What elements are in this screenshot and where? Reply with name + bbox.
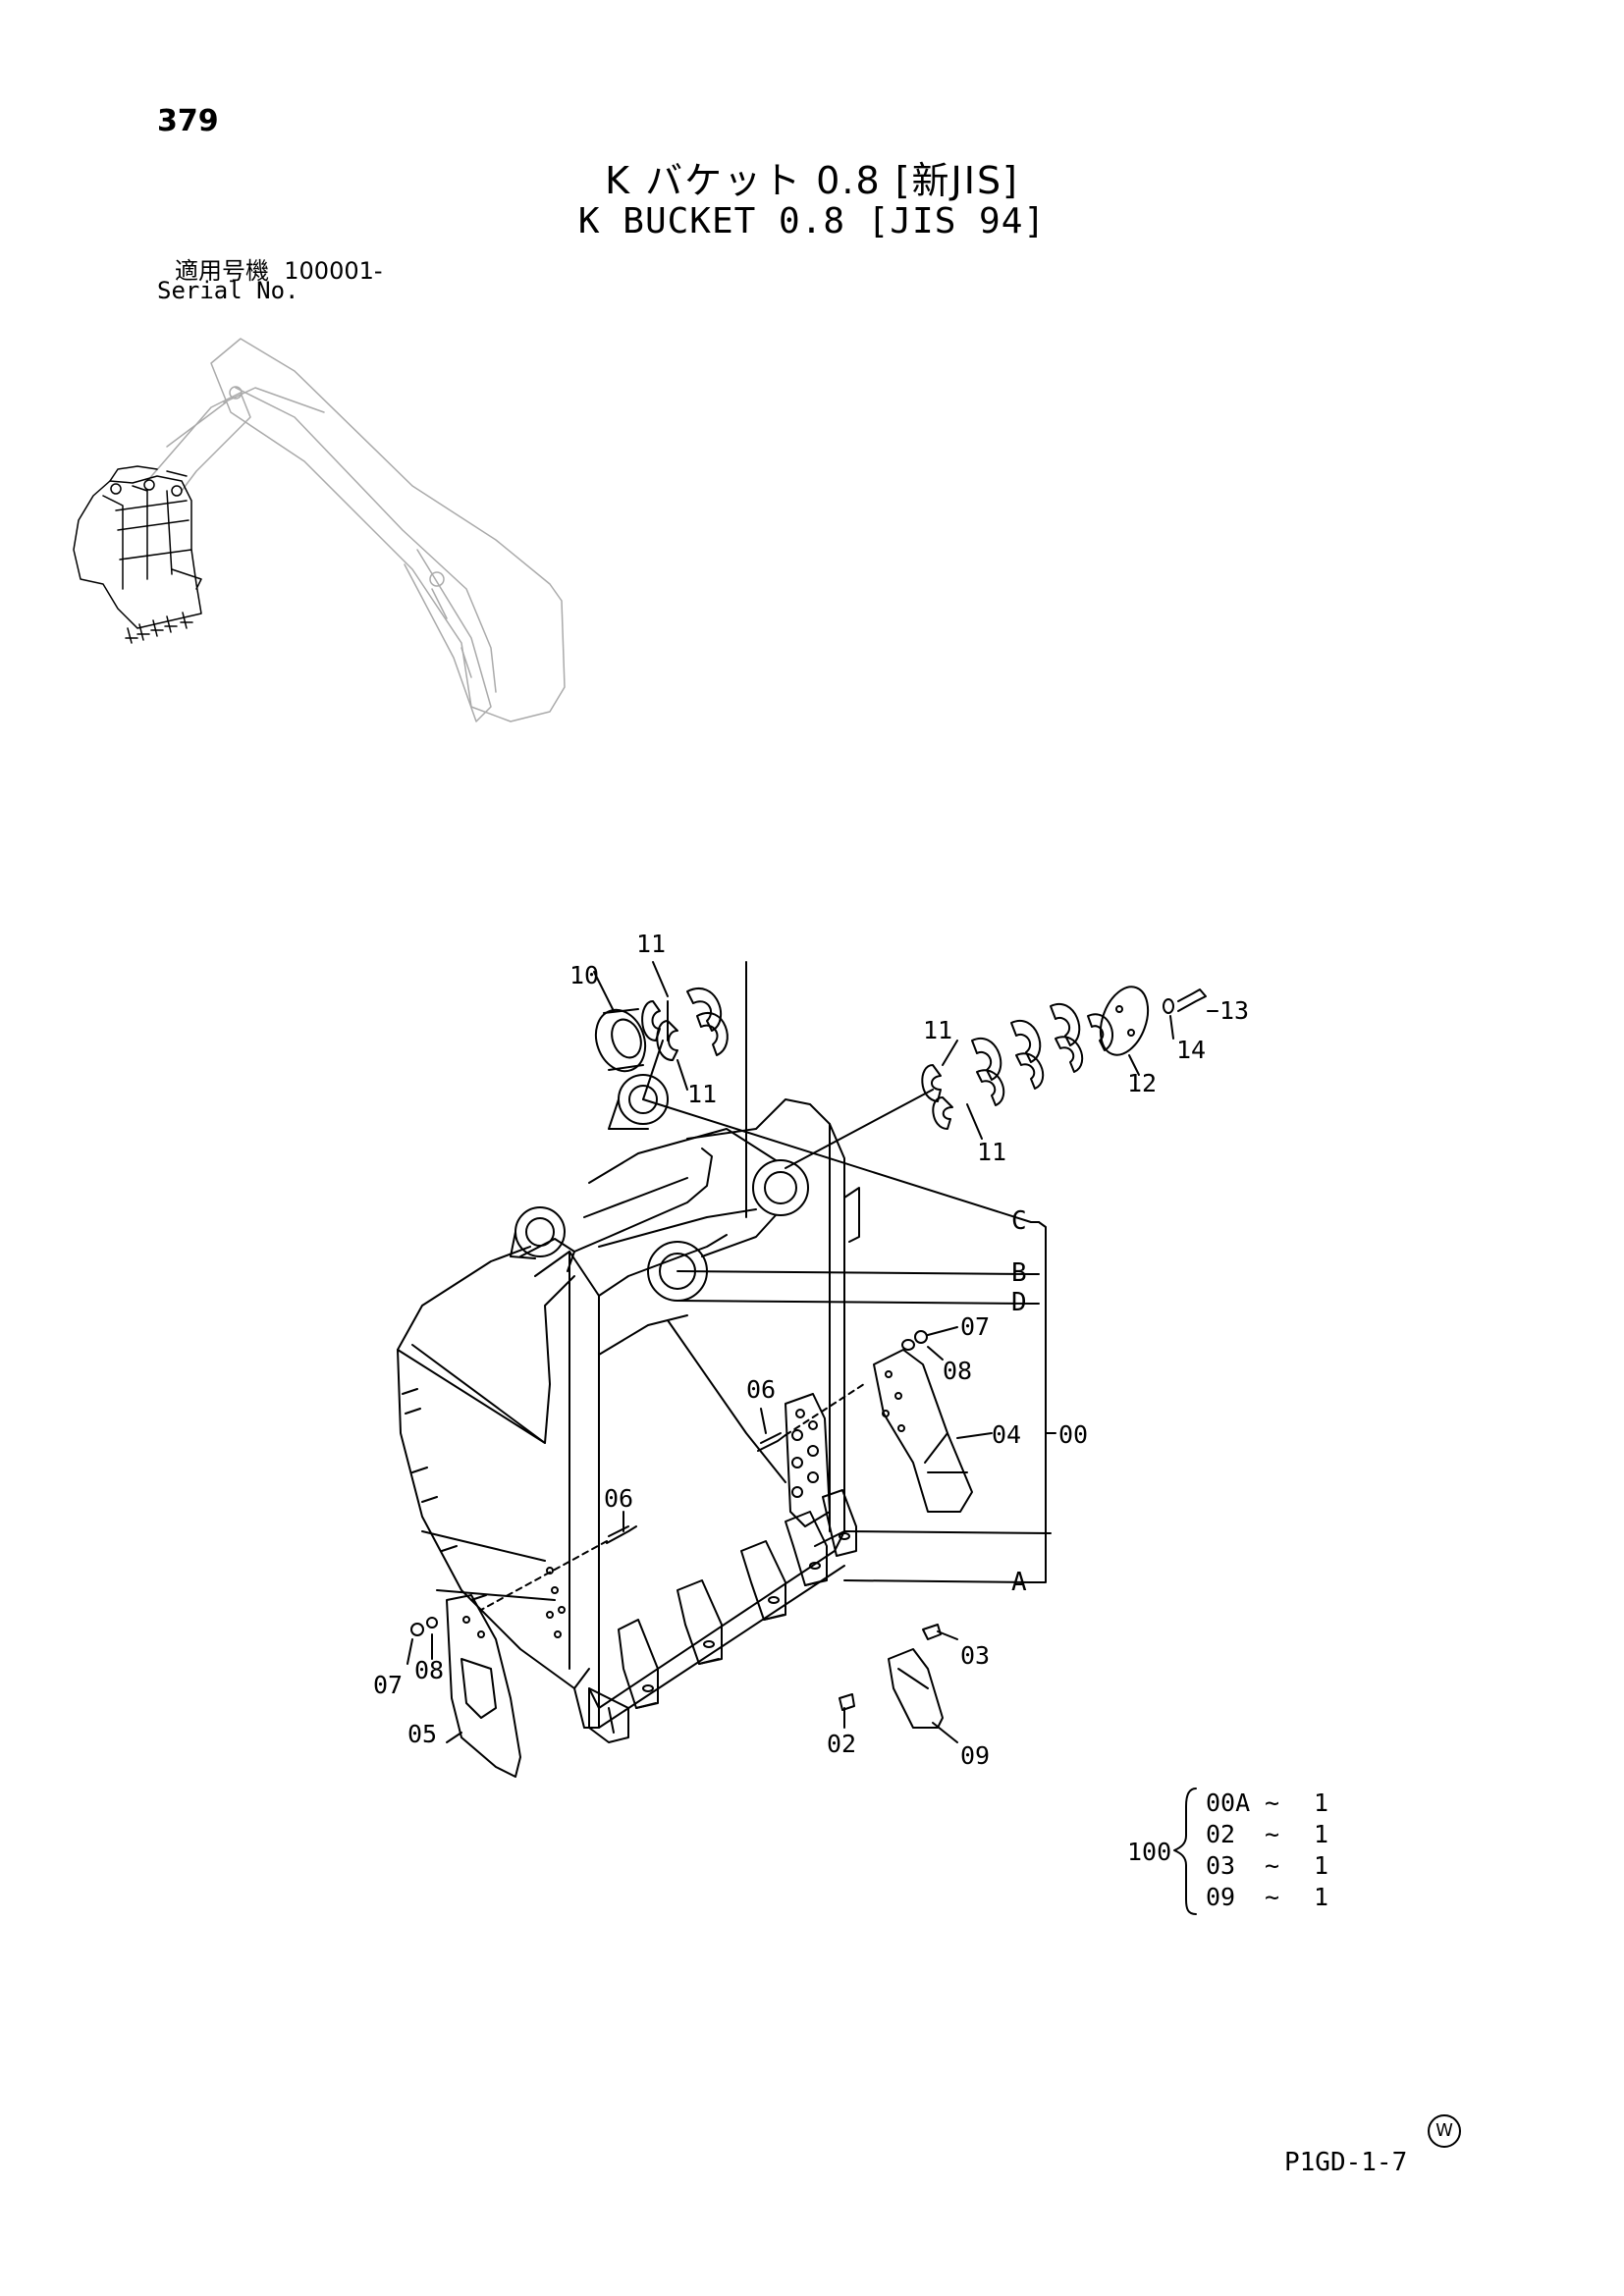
callout-11: 11: [687, 1080, 717, 1108]
callout-11: 11: [977, 1138, 1006, 1166]
kit-row-part: 09: [1206, 1883, 1235, 1911]
page-title-japanese: K バケット 0.8 [新JIS]: [605, 159, 1019, 202]
kit-row-separator: ~: [1265, 1789, 1279, 1817]
watermark-circle-w-icon: W: [1428, 2114, 1461, 2148]
kit-row-separator: ~: [1265, 1851, 1279, 1880]
callout-07: 07: [373, 1671, 403, 1699]
callout-14: 14: [1176, 1036, 1206, 1064]
serial-number-japanese: 適用号機 100001-: [175, 251, 383, 286]
kit-id: 100: [1127, 1838, 1171, 1866]
callout-09: 09: [960, 1741, 990, 1770]
kit-row-separator: ~: [1265, 1820, 1279, 1848]
kit-row-qty: 1: [1314, 1883, 1328, 1911]
section-label-b: B: [1011, 1258, 1027, 1288]
page-number: 379: [157, 104, 219, 138]
bucket-assembly: [397, 961, 860, 1743]
callout-11: 11: [923, 1016, 952, 1044]
callout-06: 06: [604, 1484, 633, 1513]
kit-table: 100 00A ~ 1 02 ~ 1 03 ~ 1 09 ~ 1: [1127, 1788, 1328, 1915]
kit-row-part: 03: [1206, 1851, 1235, 1880]
serial-label-english: Serial No.: [157, 277, 299, 304]
section-label-c: C: [1011, 1206, 1027, 1236]
page-title-english: K BUCKET 0.8 [JIS 94]: [577, 201, 1047, 241]
callout-labels: 11 10 11 11 11 12 13 14 07 08 06 04 00 0…: [373, 930, 1249, 1770]
callout-13: 13: [1219, 996, 1249, 1025]
section-label-a: A: [1011, 1568, 1027, 1597]
serial-label-japanese: 適用号機: [175, 257, 269, 285]
callout-00: 00: [1058, 1420, 1088, 1449]
section-label-d: D: [1011, 1288, 1027, 1317]
callout-03: 03: [960, 1641, 990, 1670]
bucket-teeth: [588, 1489, 857, 1743]
callout-10: 10: [569, 961, 599, 989]
kit-row-part: 02: [1206, 1820, 1235, 1848]
callout-11: 11: [636, 930, 666, 958]
callout-08: 08: [943, 1357, 972, 1385]
kit-row-qty: 1: [1314, 1820, 1328, 1848]
page-code: P1GD-1-7: [1284, 2148, 1408, 2177]
kit-row-qty: 1: [1314, 1851, 1328, 1880]
kit-row-separator: ~: [1265, 1883, 1279, 1911]
kit-row-part: 00A: [1206, 1789, 1250, 1817]
callout-12: 12: [1127, 1069, 1157, 1097]
callout-05: 05: [407, 1720, 437, 1748]
callout-02: 02: [827, 1730, 856, 1758]
excavator-thumbnail: [73, 338, 566, 722]
callout-06: 06: [746, 1375, 776, 1404]
kit-row-qty: 1: [1314, 1789, 1328, 1817]
serial-value: 100001-: [284, 257, 383, 285]
exploded-parts: [406, 961, 1218, 1778]
section-brackets: [642, 1098, 1056, 1583]
callout-08: 08: [414, 1656, 444, 1684]
callout-04: 04: [992, 1420, 1021, 1449]
callout-07: 07: [960, 1312, 990, 1341]
